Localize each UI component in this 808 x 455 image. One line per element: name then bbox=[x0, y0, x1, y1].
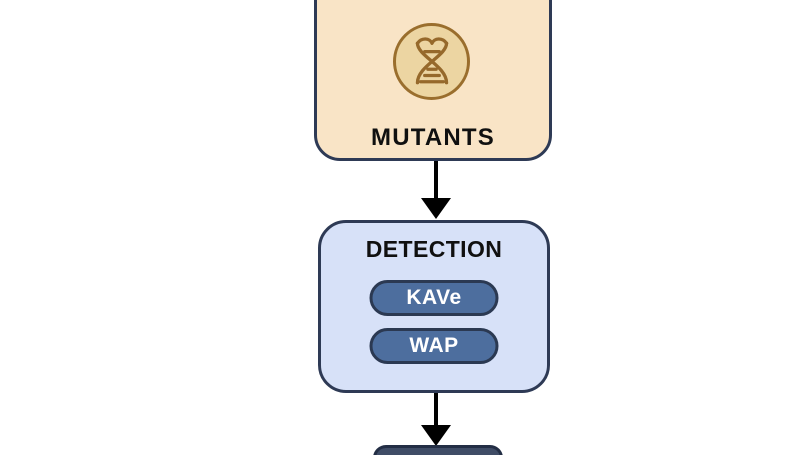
arrow-head-icon bbox=[421, 425, 451, 446]
arrow-detection-to-next bbox=[421, 393, 451, 446]
arrow-mutants-to-detection bbox=[421, 161, 451, 219]
node-next-partial bbox=[373, 445, 503, 455]
arrow-stem bbox=[434, 393, 438, 427]
node-mutants: MUTANTS bbox=[314, 0, 552, 161]
tool-pill-wap: WAP bbox=[369, 328, 499, 364]
dna-icon bbox=[415, 36, 448, 84]
node-detection-label: DETECTION bbox=[365, 236, 503, 262]
dna-icon-circle bbox=[393, 23, 470, 100]
tool-pill-kave: KAVe bbox=[369, 280, 499, 316]
arrow-stem bbox=[434, 161, 438, 200]
node-detection: DETECTION KAVe WAP bbox=[318, 220, 550, 393]
node-mutants-label: MUTANTS bbox=[371, 124, 495, 151]
arrow-head-icon bbox=[421, 198, 451, 219]
